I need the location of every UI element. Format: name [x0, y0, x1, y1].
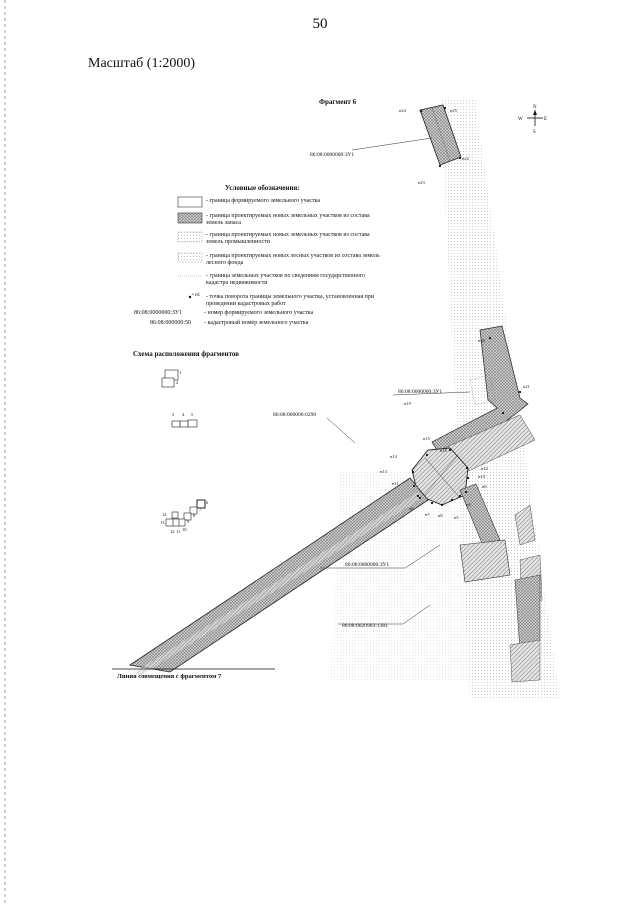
turning-point-label: н13	[380, 469, 388, 474]
legend-swatches	[177, 196, 203, 299]
fragment-title: Фрагмент 6	[319, 98, 357, 106]
legend-item-text: - номер формируемого земельного участка	[204, 310, 314, 316]
svg-text:12: 12	[170, 529, 175, 534]
svg-text:8: 8	[193, 513, 196, 518]
svg-text:3: 3	[172, 412, 175, 417]
legend-point-symbol: • н1	[192, 293, 201, 298]
legend-code: 86:08:000000:50	[150, 320, 192, 326]
svg-text:10: 10	[182, 527, 187, 532]
turning-point-label: н19	[404, 401, 412, 406]
compass-s: S	[533, 130, 536, 135]
match-line-label: Линия совмещения с фрагментом 7	[117, 673, 222, 680]
legend-item-text: - граница проектируемых новых лесных уча…	[206, 253, 380, 266]
turning-point-label: н12	[481, 466, 488, 471]
turning-point-label: н9	[482, 484, 487, 489]
fragment-scheme-numbers: 1 2 3 4 5 6 7 8 9 10 11 12 13 14	[160, 370, 209, 534]
turning-point-marker	[450, 498, 454, 502]
compass-e: E	[544, 117, 547, 122]
page-edge	[4, 0, 6, 905]
turning-point-label: н25	[450, 108, 458, 113]
turning-point-marker	[448, 448, 452, 452]
turning-point-marker	[411, 470, 415, 474]
turning-point-marker	[412, 484, 416, 488]
turning-point-marker	[443, 106, 447, 110]
turning-point-marker	[419, 109, 423, 113]
turning-point-marker	[416, 494, 420, 498]
parcel-zu1-diagonal	[128, 477, 429, 676]
cadastral-label-zu1-south: 86:08:0000000:ЗУ1	[345, 562, 389, 568]
turning-point-marker	[466, 476, 470, 480]
legend-code: 86:08:0000000:ЗУ1	[134, 310, 183, 316]
turning-point-label: н11	[392, 481, 399, 486]
scheme-title: Схема расположения фрагментов	[133, 350, 240, 358]
svg-text:11: 11	[176, 529, 180, 534]
turning-point-marker	[418, 496, 422, 500]
turning-point-marker	[465, 466, 469, 470]
legend-item-text: - точка поворота границы земельного учас…	[206, 294, 375, 307]
scale-label: Масштаб (1:2000)	[88, 56, 195, 71]
legend-title: Условные обозначения:	[225, 184, 300, 192]
turning-point-marker	[518, 390, 522, 394]
page-number: 50	[312, 16, 328, 32]
turning-point-label: н8	[438, 513, 443, 518]
parcel-southeast-branch	[459, 483, 511, 583]
legend-item-text: - граница проектируемых новых земельных …	[206, 232, 370, 245]
compass-w: W	[518, 117, 523, 122]
turning-point-label: н22	[462, 156, 469, 161]
svg-text:4: 4	[182, 412, 185, 417]
turning-point-label: н10	[478, 474, 486, 479]
turning-point-label: н5	[454, 515, 459, 520]
svg-text:1: 1	[179, 370, 181, 375]
turning-point-marker	[501, 411, 505, 415]
cadastral-label-0290: 86:08:000000:0290	[273, 412, 316, 418]
svg-text:14: 14	[162, 512, 167, 517]
turning-point-marker	[425, 453, 429, 457]
turning-point-label: н6	[409, 506, 414, 511]
turning-point-label: н15	[423, 436, 431, 441]
legend-item-text: - граница формируемого земельного участк…	[206, 198, 321, 204]
turning-point-label: н16	[440, 448, 448, 453]
turning-point-marker	[458, 494, 462, 498]
svg-text:13: 13	[160, 520, 165, 525]
parcel-zu1-north	[419, 104, 462, 166]
svg-text:9: 9	[187, 519, 190, 524]
turning-points: н24 н25 н22 н23 н20 н21 н19 н15 н16 н14 н12 н13 н11 н…	[380, 106, 530, 520]
svg-text:5: 5	[191, 412, 194, 417]
turning-point-marker	[458, 156, 462, 160]
parcel-junction	[411, 447, 469, 506]
turning-point-label: н4	[466, 502, 471, 507]
turning-point-marker	[438, 164, 442, 168]
turning-point-marker	[488, 336, 492, 340]
svg-text:7: 7	[199, 507, 202, 512]
turning-point-label: н24	[399, 108, 407, 113]
svg-text:2: 2	[176, 380, 178, 385]
cadastral-label-zu1-north: 86:08:0000000:ЗУ1	[310, 152, 354, 158]
leader-lines	[320, 137, 471, 625]
compass-n: N	[533, 105, 537, 110]
turning-point-label: н7	[425, 512, 430, 517]
turning-point-label: н20	[478, 338, 486, 343]
legend-item-text: - граница земельных участков по сведения…	[206, 273, 366, 286]
turning-point-label: н14	[390, 454, 398, 459]
turning-point-label: н23	[418, 180, 426, 185]
adjacent-parcels	[469, 374, 543, 683]
turning-point-marker	[440, 503, 444, 507]
legend-item-text: - граница проектируемых новых земельных …	[206, 213, 370, 226]
legend-item-text: - кадастровый номер земельного участка	[204, 320, 309, 326]
turning-point-marker	[430, 501, 434, 505]
turning-point-label: н21	[523, 384, 530, 389]
svg-text:6: 6	[206, 500, 209, 505]
fragment-scheme	[161, 369, 206, 527]
cadastral-label-zu1-middle: 86:08:0000000:ЗУ1	[398, 389, 442, 395]
turning-point-marker	[464, 490, 468, 494]
cadastral-label-1381: 86:08:0020903:1381	[342, 623, 388, 629]
north-arrow-icon: N S E W	[518, 105, 547, 135]
